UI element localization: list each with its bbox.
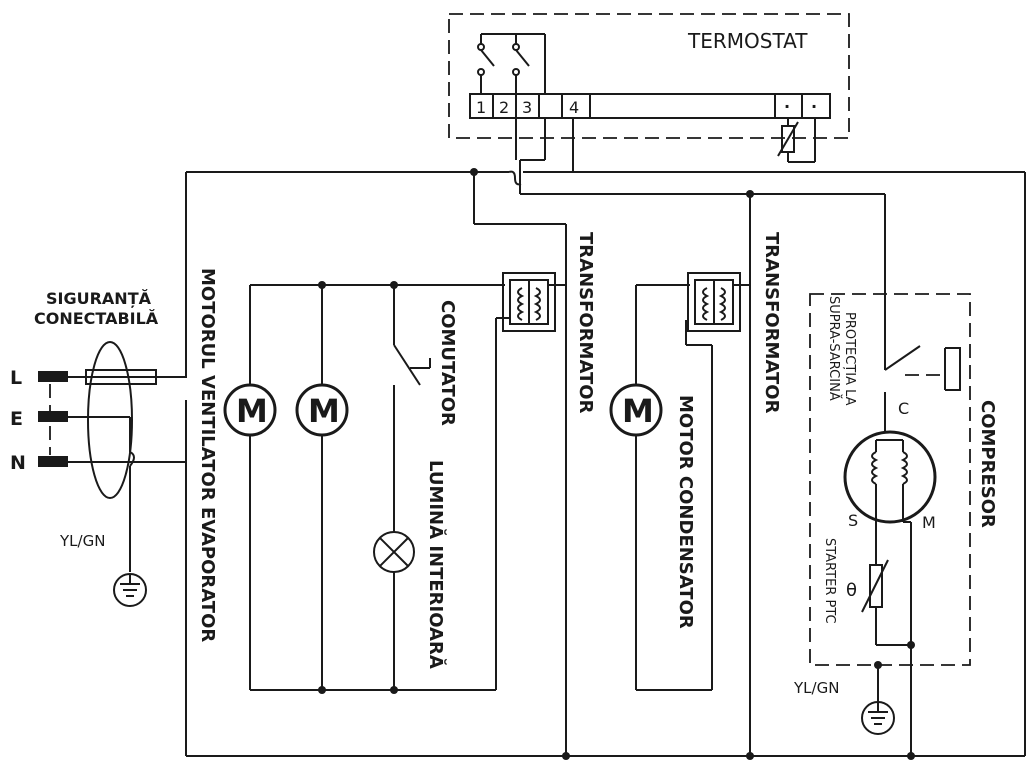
theta-label: θ <box>846 580 857 601</box>
light-label: LUMINĂ INTERIOARĂ <box>425 460 447 669</box>
condenser-circuit: M MOTOR CONDENSATOR TRANSFORMATOR <box>609 232 782 691</box>
line-L-label: L <box>10 367 22 389</box>
thermostat-sensor <box>777 118 816 163</box>
thermostat-outline <box>448 13 850 139</box>
yl-gn-left-label: YL/GN <box>59 532 105 550</box>
ptc-starter-label: STARTER PTC <box>822 538 837 624</box>
plug-pin-E <box>38 411 68 422</box>
transformer-2-label: TRANSFORMATOR <box>761 232 782 414</box>
ground-left-icon <box>113 573 147 607</box>
evaporator-fan-motor-2-icon: M <box>295 383 349 437</box>
thermostat-label: TERMOSTAT <box>687 29 808 53</box>
transformer-1-label: TRANSFORMATOR <box>575 232 596 414</box>
evaporator-fan-motor-1-icon: M <box>223 383 277 437</box>
yl-gn-right-label: YL/GN <box>793 679 839 697</box>
fuse-assembly: SIGURANȚĂ CONECTABILĂ L E N YL/GN <box>10 289 159 607</box>
plug-pin-N <box>38 456 68 467</box>
fuse-label-line1: SIGURANȚĂ <box>46 289 152 308</box>
interior-light-icon <box>373 531 415 690</box>
terminal-1: 1 <box>476 98 486 117</box>
transformer-1-icon <box>495 272 566 690</box>
evaporator-fan-label: MOTORUL VENTILATOR EVAPORATOR <box>197 268 218 642</box>
condenser-motor-icon: M <box>609 383 663 437</box>
overload-label-line2: SUPRA-SARCINĂ <box>826 296 842 401</box>
thermostat-terminal-strip <box>469 93 831 119</box>
svg-text:M: M <box>308 392 340 430</box>
compressor-label: COMPRESOR <box>977 400 998 528</box>
terminal-2: 2 <box>499 98 509 117</box>
line-E-label: E <box>10 408 23 430</box>
overload-label-line1: PROTECȚIA LA <box>842 312 857 406</box>
main-wiring <box>80 118 1026 760</box>
overload-protector-icon <box>884 345 961 432</box>
fuse-ellipse <box>87 341 133 499</box>
transformer-2-icon <box>685 272 750 346</box>
terminal-M-label: M <box>922 513 936 532</box>
thermostat-unit: TERMOSTAT 1 2 3 4 · · <box>448 13 850 163</box>
switch-label: COMUTATOR <box>437 300 458 426</box>
thermostat-switch-contacts <box>477 33 546 94</box>
evaporator-circuit: M M MOTORUL VENTILATOR EVAPORATOR COMUTA… <box>197 232 596 694</box>
door-switch-icon <box>393 285 431 532</box>
svg-text:M: M <box>236 392 268 430</box>
ground-right-icon <box>861 700 895 735</box>
terminal-3: 3 <box>522 98 532 117</box>
terminal-dot-b: · <box>811 97 817 116</box>
fuse-label-line2: CONECTABILĂ <box>34 309 159 328</box>
terminal-S-label: S <box>848 511 858 530</box>
line-N-label: N <box>10 452 26 474</box>
terminal-4: 4 <box>569 98 579 117</box>
ptc-starter-icon <box>861 559 915 649</box>
condenser-motor-label: MOTOR CONDENSATOR <box>675 395 696 629</box>
compressor-unit: COMPRESOR PROTECȚIA LA SUPRA-SARCINĂ C S <box>793 293 998 756</box>
terminal-C-label: C <box>898 399 909 418</box>
terminal-dot-a: · <box>784 97 790 116</box>
svg-text:M: M <box>622 392 654 430</box>
compressor-motor-icon <box>843 430 937 756</box>
plug-pin-L <box>38 371 68 382</box>
